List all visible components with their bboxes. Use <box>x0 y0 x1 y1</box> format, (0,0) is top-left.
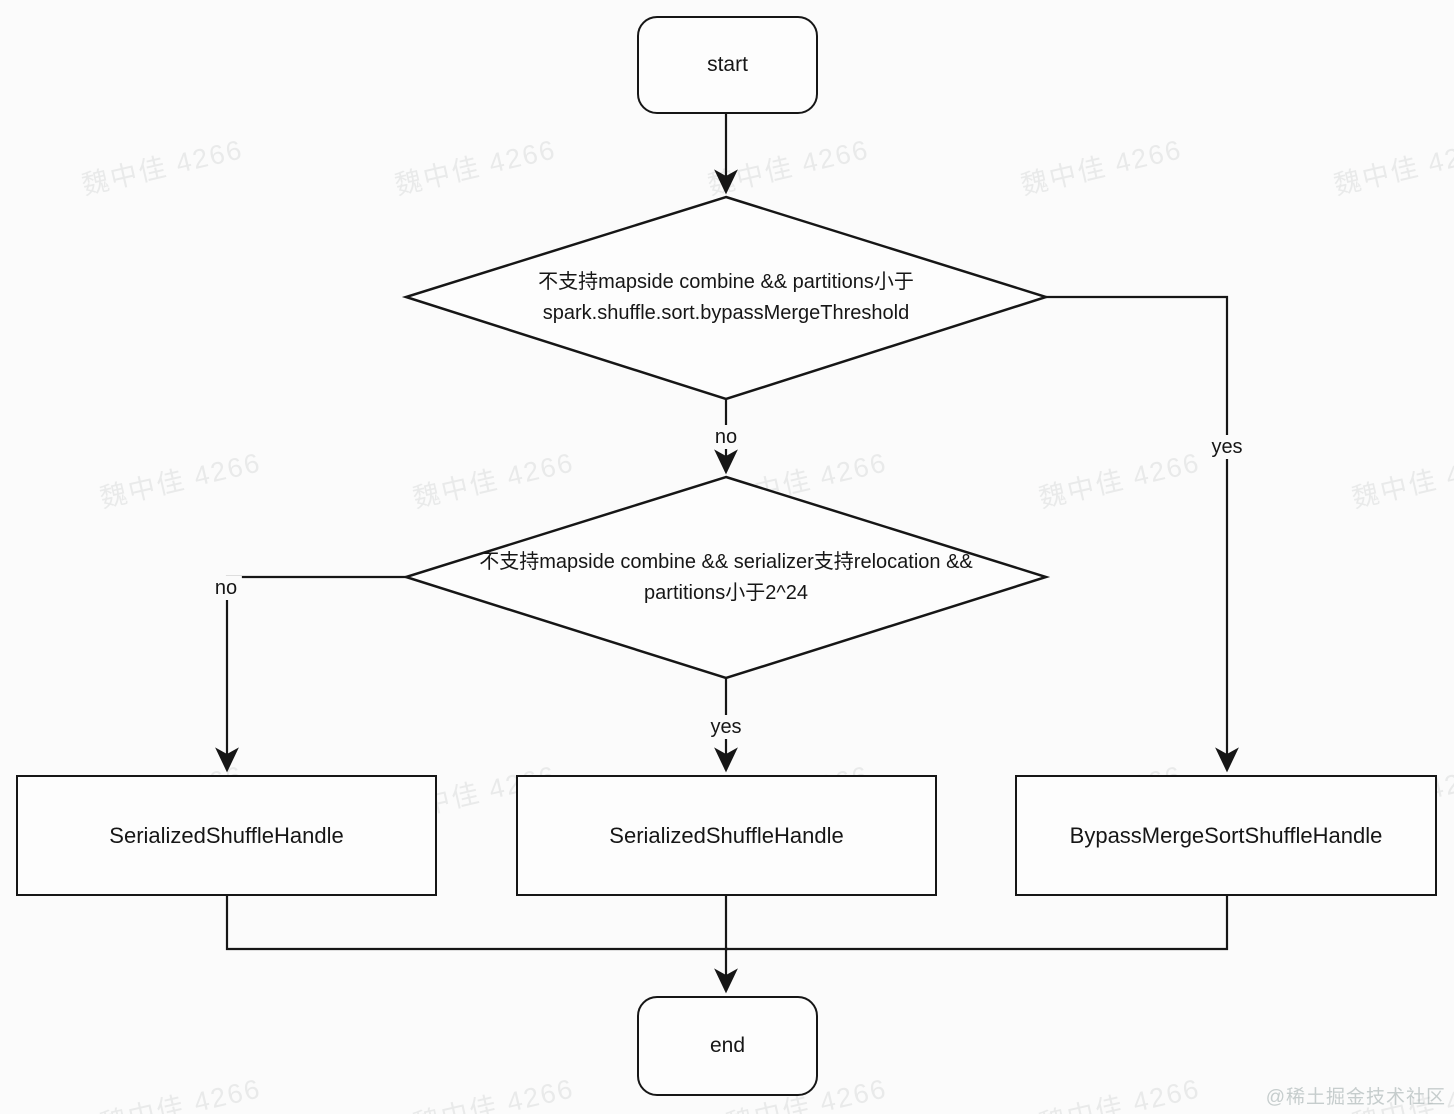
decision2-diamond <box>401 475 1051 680</box>
decision2-line2: partitions小于2^24 <box>644 582 808 604</box>
decision2-no-label: no <box>209 576 243 600</box>
result-box-middle: SerializedShuffleHandle <box>516 775 937 896</box>
edge-decision1-yes-boxright <box>1046 295 1239 773</box>
result-box-right: BypassMergeSortShuffleHandle <box>1015 775 1437 896</box>
decision1-line2: spark.shuffle.sort.bypassMergeThreshold <box>542 302 910 324</box>
watermark-credit: @稀土掘金技术社区 <box>1265 1087 1446 1108</box>
result-box-left-label: SerializedShuffleHandle <box>109 822 344 848</box>
decision1-diamond <box>401 195 1051 401</box>
decision2-text: 不支持mapside combine && serializer支持reloca… <box>396 547 1056 609</box>
end-node: end <box>637 996 818 1096</box>
edge-boxright-merge <box>726 896 1229 951</box>
end-node-label: end <box>709 1034 746 1057</box>
decision1-yes-label: yes <box>1206 435 1248 459</box>
decision1-line1: 不支持mapside combine && partitions小于 <box>538 271 914 293</box>
decision1-no-label: no <box>709 425 743 449</box>
decision1-text: 不支持mapside combine && partitions小于 spark… <box>436 267 1016 329</box>
start-node-label: start <box>707 53 748 76</box>
decision2-line1: 不支持mapside combine && serializer支持reloca… <box>479 551 973 573</box>
result-box-middle-label: SerializedShuffleHandle <box>609 822 844 848</box>
edge-boxleft-merge <box>225 896 728 951</box>
start-node: start <box>637 16 818 114</box>
edge-decision2-no-boxleft <box>215 575 410 773</box>
result-box-left: SerializedShuffleHandle <box>16 775 437 896</box>
decision2-yes-label: yes <box>705 715 747 739</box>
result-box-right-label: BypassMergeSortShuffleHandle <box>1069 822 1383 848</box>
